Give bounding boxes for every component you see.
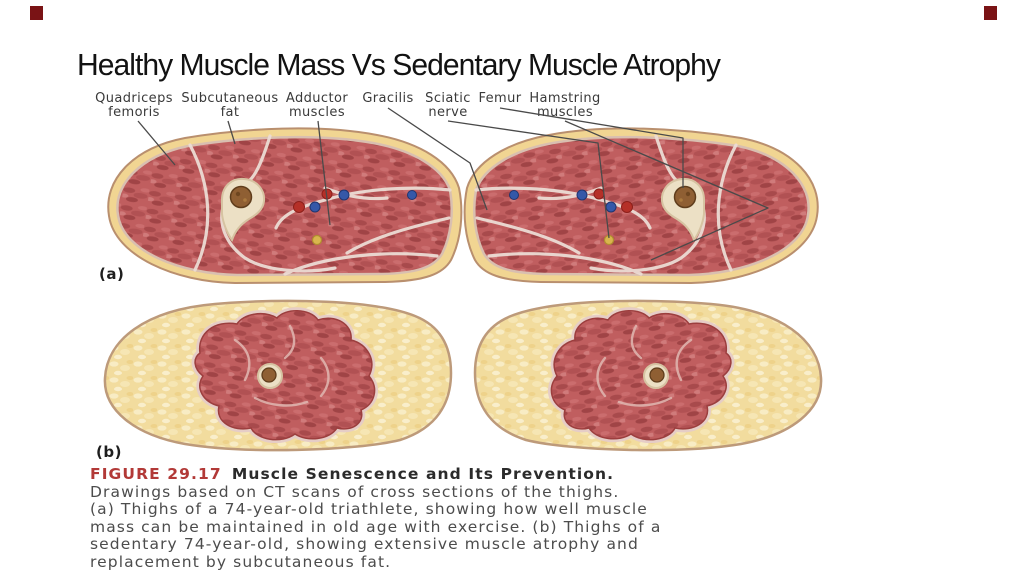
caption-figure-ref: FIGURE 29.17 bbox=[90, 465, 222, 483]
panel-b-atrophied-thighs bbox=[105, 301, 821, 450]
label-leader-lines bbox=[137, 107, 769, 261]
panel-b-letter: (b) bbox=[96, 443, 122, 461]
label-gracilis: Gracilis bbox=[362, 91, 414, 106]
label-subcutaneous-fat: Subcutaneous fat bbox=[181, 91, 279, 120]
figure-illustration bbox=[85, 107, 825, 465]
caption-title: Muscle Senescence and Its Prevention. bbox=[231, 465, 615, 483]
figure-caption: FIGURE 29.17 Muscle Senescence and Its Pr… bbox=[90, 465, 802, 571]
caption-line: sedentary 74-year-old, showing extensive… bbox=[90, 535, 639, 553]
caption-line: replacement by subcutaneous fat. bbox=[90, 552, 392, 571]
caption-line: (a) Thighs of a 74-year-old triathlete, … bbox=[90, 500, 648, 518]
label-quadriceps-femoris: Quadriceps femoris bbox=[95, 91, 173, 120]
label-adductor-muscles: Adductor muscles bbox=[285, 91, 349, 120]
caption-line: mass can be maintained in old age with e… bbox=[90, 517, 662, 536]
panel-a-letter: (a) bbox=[99, 265, 125, 283]
red-accent-mark-right bbox=[984, 6, 997, 20]
red-accent-mark-left bbox=[30, 6, 43, 20]
panel-a-healthy-thighs bbox=[106, 126, 820, 285]
label-sciatic-nerve: Sciatic nerve bbox=[425, 91, 471, 120]
caption-line: Drawings based on CT scans of cross sect… bbox=[90, 482, 620, 501]
caption-heading: FIGURE 29.17 Muscle Senescence and Its Pr… bbox=[90, 465, 802, 484]
page-title: Healthy Muscle Mass Vs Sedentary Muscle … bbox=[77, 46, 721, 82]
label-femur: Femur bbox=[478, 91, 522, 106]
